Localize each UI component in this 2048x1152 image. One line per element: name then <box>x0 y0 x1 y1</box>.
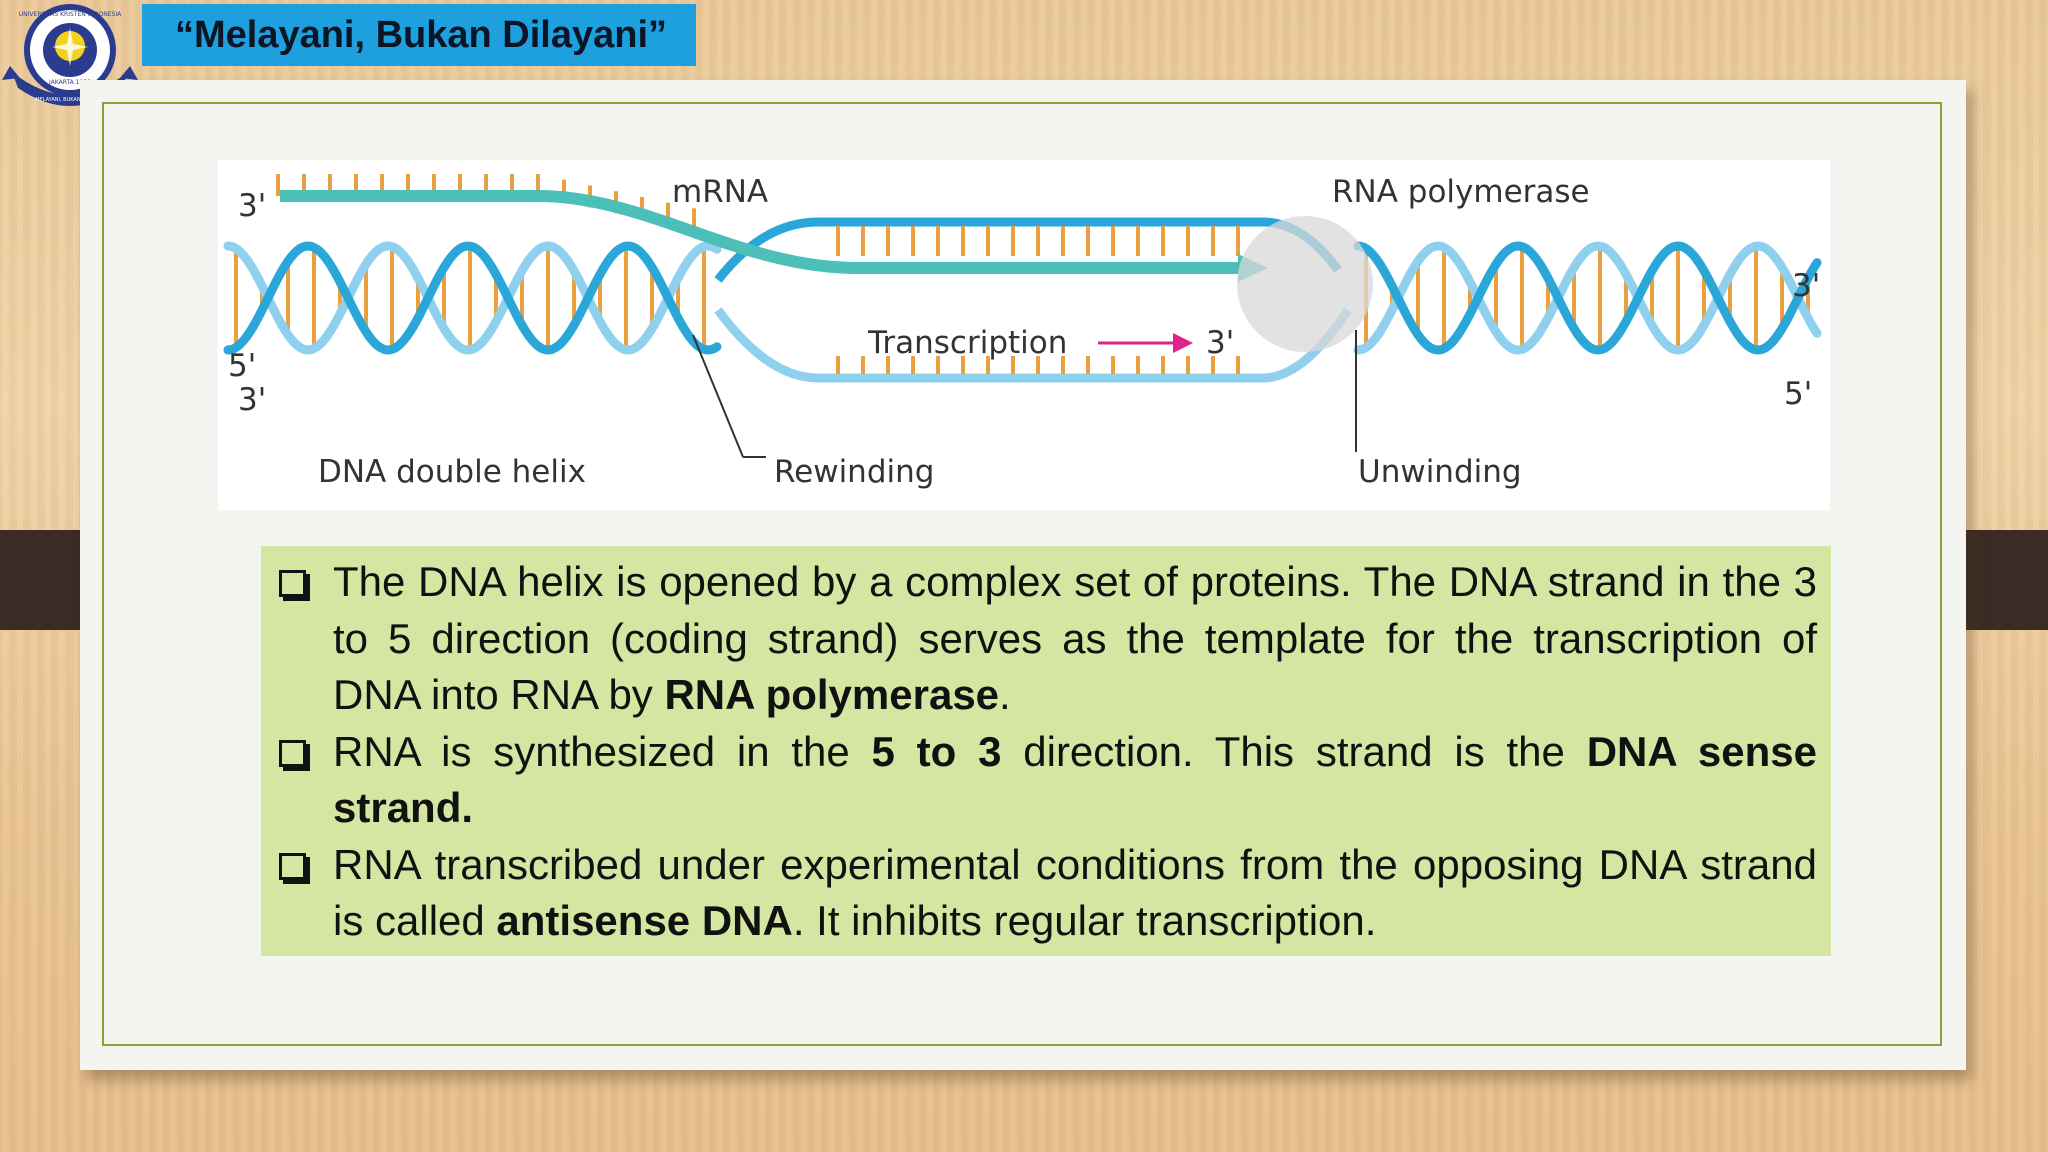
label-5prime-left: 5' <box>228 348 256 384</box>
dna-strand-dark <box>223 241 722 355</box>
checkbox-bullet-icon <box>279 852 310 884</box>
logo-arc-text: UNIVERSITAS KRISTEN INDONESIA <box>19 11 122 18</box>
bullet-segment: RNA transcribed under experimental condi… <box>333 840 1817 945</box>
bold-term: RNA polymerase <box>664 671 1000 718</box>
bullet-segment: RNA is synthesized in the <box>333 727 872 775</box>
bold-term: 5 to 3 <box>871 727 1002 775</box>
label-rna-polymerase: RNA polymerase <box>1332 174 1590 210</box>
checkbox-bullet-icon <box>279 739 310 771</box>
bullet-text: RNA transcribed under experimental condi… <box>333 841 1817 945</box>
bullet-segment: direction. This strand is the <box>1001 727 1587 775</box>
label-mrna: mRNA <box>672 174 768 210</box>
transcription-arrowhead <box>1173 333 1193 353</box>
transcription-diagram: mRNA RNA polymerase Transcription 3' 3' … <box>218 160 1830 510</box>
university-logo: UNIVERSITAS KRISTEN INDONESIA JAKARTA 19… <box>2 4 138 106</box>
bullet-item: The DNA helix is opened by a complex set… <box>279 554 1817 724</box>
bullet-segment: The DNA helix is opened by a complex set… <box>333 558 1817 718</box>
annotation-lines <box>692 330 1357 458</box>
dna-double-helix-right <box>1353 241 1822 355</box>
slide-frame <box>102 102 1942 1046</box>
rna-polymerase-blob <box>1237 216 1373 352</box>
bold-term: antisense DNA <box>496 897 793 944</box>
bullet-segment: . It inhibits regular transcription. <box>792 897 1377 944</box>
motto-banner: “Melayani, Bukan Dilayani” <box>142 4 696 66</box>
transcription-diagram-svg: mRNA RNA polymerase Transcription 3' 3' … <box>223 174 1822 490</box>
label-3prime-arrow: 3' <box>1206 325 1234 361</box>
dna-strand-light <box>1353 241 1822 355</box>
label-transcription: Transcription <box>867 325 1067 361</box>
label-unwinding: Unwinding <box>1358 454 1522 490</box>
label-5prime-right: 5' <box>1784 376 1812 412</box>
checkbox-bullet-icon <box>279 570 310 601</box>
dna-double-helix-left <box>223 241 722 355</box>
label-rewinding: Rewinding <box>774 454 934 490</box>
mrna-backbone <box>280 190 1240 274</box>
logo-ribbon-text: MELAYANI, BUKAN DILAYANI <box>35 97 104 103</box>
logo-year-text: JAKARTA 1953 <box>48 79 91 86</box>
dna-strand-dark <box>1353 241 1822 355</box>
label-dna-double-helix: DNA double helix <box>318 454 586 490</box>
bullet-text: RNA is synthesized in the 5 to 3 directi… <box>333 728 1817 832</box>
bold-term: DNA sense strand. <box>333 727 1818 832</box>
rewinding-pointer <box>692 334 744 458</box>
bullet-panel: The DNA helix is opened by a complex set… <box>261 546 1831 956</box>
label-3prime-right: 3' <box>1792 268 1820 304</box>
bullet-item: RNA is synthesized in the 5 to 3 directi… <box>279 724 1817 837</box>
bullet-segment: . <box>999 671 1011 718</box>
label-3prime-left: 3' <box>238 382 266 418</box>
slide-card: mRNA RNA polymerase Transcription 3' 3' … <box>80 80 1966 1070</box>
bullet-text: The DNA helix is opened by a complex set… <box>333 558 1817 718</box>
bullet-item: RNA transcribed under experimental condi… <box>279 837 1817 950</box>
label-3prime-top-left: 3' <box>238 188 266 224</box>
dna-strand-light <box>223 241 722 355</box>
